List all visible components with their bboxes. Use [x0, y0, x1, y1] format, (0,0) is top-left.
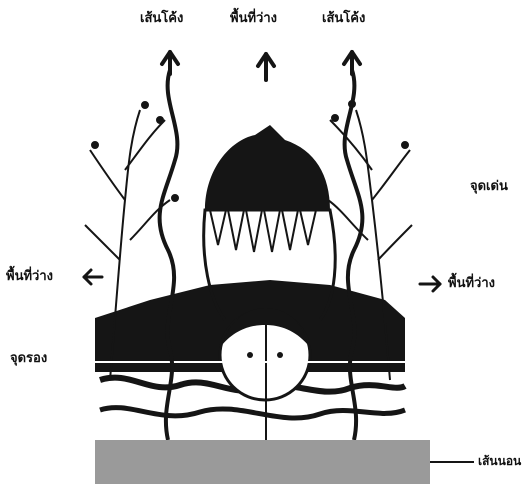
- horizon-band: [95, 440, 430, 484]
- label-horizon-line: เส้นนอน: [478, 455, 521, 467]
- label-space-right: พื้นที่ว่าง: [448, 277, 495, 290]
- label-focal-point: จุดเด่น: [470, 180, 508, 193]
- label-space-left: พื้นที่ว่าง: [6, 270, 53, 283]
- arrow-up-center: [258, 54, 274, 80]
- child-eye-left: [247, 352, 253, 358]
- label-curve-left: เส้นโค้ง: [140, 12, 183, 25]
- monster-teeth: [210, 210, 316, 252]
- arrow-up-right: [344, 52, 360, 74]
- child-eye-right: [277, 352, 283, 358]
- arrow-left: [84, 270, 102, 284]
- monster-head: [205, 125, 330, 210]
- arrow-up-left: [162, 52, 178, 74]
- label-space-top: พื้นที่ว่าง: [230, 12, 277, 25]
- arrow-right: [420, 277, 440, 291]
- label-secondary-point: จุดรอง: [10, 352, 47, 365]
- label-curve-right: เส้นโค้ง: [322, 12, 365, 25]
